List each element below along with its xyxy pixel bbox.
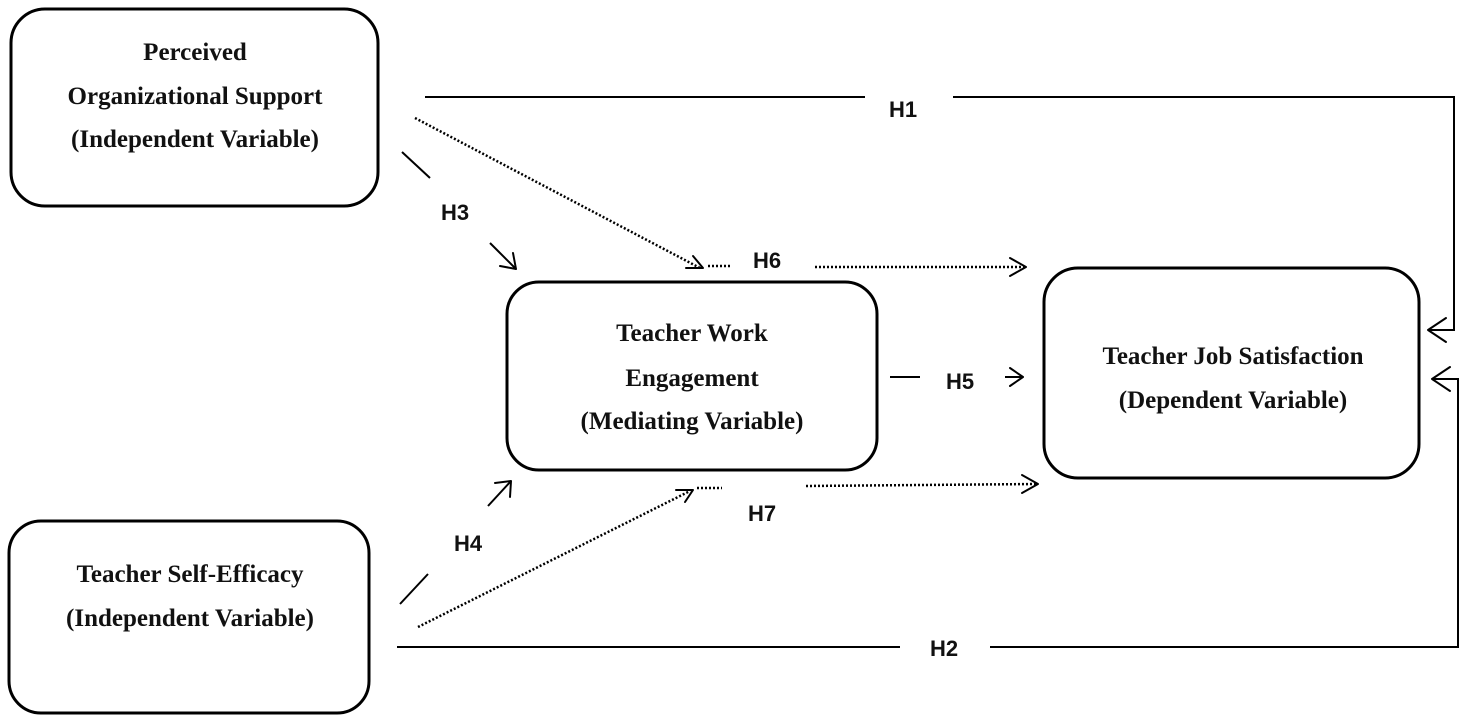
tse-label-line1: Teacher Self-Efficacy xyxy=(76,561,304,588)
twe-label-line3: (Mediating Variable) xyxy=(581,408,804,435)
tse-label-line2: (Independent Variable) xyxy=(66,605,314,632)
arrowhead-h2 xyxy=(1431,366,1451,392)
node-perceived-organizational-support: Perceived Organizational Support (Indepe… xyxy=(9,7,380,208)
arrowhead-h7-second xyxy=(1021,474,1039,494)
path-h7: H7 xyxy=(417,474,1039,629)
label-h4: H4 xyxy=(454,531,483,556)
arrowhead-h4 xyxy=(494,480,512,498)
tjs-label-line2: (Dependent Variable) xyxy=(1119,387,1347,414)
arrowhead-h3 xyxy=(499,252,517,270)
label-h5: H5 xyxy=(946,369,974,394)
pos-label-line3: (Independent Variable) xyxy=(71,126,319,153)
node-teacher-job-satisfaction: Teacher Job Satisfaction (Dependent Vari… xyxy=(1042,266,1421,480)
label-h7: H7 xyxy=(748,501,776,526)
arrowhead-h6-first xyxy=(685,255,704,269)
arrowhead-h1 xyxy=(1427,317,1447,343)
path-h3: H3 xyxy=(401,151,517,270)
pos-label-line1: Perceived xyxy=(143,39,247,66)
arrowhead-h5 xyxy=(1009,367,1024,387)
node-teacher-self-efficacy: Teacher Self-Efficacy (Independent Varia… xyxy=(7,519,371,715)
label-h3: H3 xyxy=(441,200,469,225)
path-h6: H6 xyxy=(414,116,1027,277)
path-h1: H1 xyxy=(425,96,1455,343)
twe-label-line1: Teacher Work xyxy=(616,320,768,347)
path-h5: H5 xyxy=(890,367,1024,394)
path-h4: H4 xyxy=(399,480,512,605)
arrowhead-h7-first xyxy=(675,489,694,503)
label-h6: H6 xyxy=(753,248,781,273)
twe-label-line2: Engagement xyxy=(625,365,759,392)
pos-label-line2: Organizational Support xyxy=(68,83,324,110)
path-h2: H2 xyxy=(397,366,1459,661)
tjs-label-line1: Teacher Job Satisfaction xyxy=(1102,343,1363,370)
label-h2: H2 xyxy=(930,636,958,661)
node-teacher-work-engagement: Teacher Work Engagement (Mediating Varia… xyxy=(505,280,879,472)
label-h1: H1 xyxy=(889,97,917,122)
arrowhead-h6-second xyxy=(1009,257,1027,277)
